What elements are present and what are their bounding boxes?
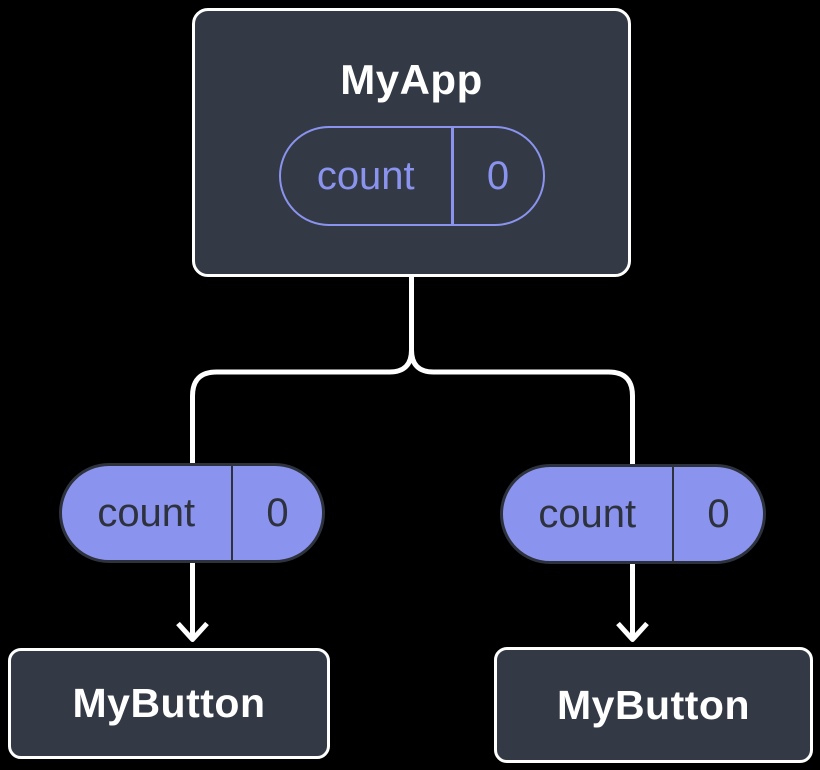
state-pill-myapp-value: 0: [486, 154, 510, 198]
node-myapp-label: MyApp: [340, 56, 483, 103]
connector-root-to-left-pill: [190, 272, 414, 468]
connector-root-to-right-pill: [409, 272, 635, 468]
arrow-left-pill-to-button-head: [176, 621, 209, 642]
prop-pill-right-value: 0: [707, 492, 730, 536]
node-mybutton-right-label: MyButton: [556, 681, 750, 728]
prop-pill-left-value: 0: [266, 491, 289, 535]
node-mybutton-right: MyButton: [494, 647, 813, 763]
prop-pill-divider: [230, 466, 233, 560]
prop-pill-divider: [671, 467, 674, 561]
state-pill-myapp: count 0: [278, 126, 545, 226]
arrow-right-pill-to-button-head: [616, 621, 649, 642]
node-mybutton-left: MyButton: [8, 648, 330, 759]
state-pill-divider: [451, 128, 454, 224]
prop-pill-right: count 0: [500, 464, 766, 564]
prop-pill-left-key: count: [97, 491, 196, 535]
state-pill-myapp-key: count: [316, 154, 415, 198]
node-mybutton-left-label: MyButton: [72, 680, 266, 726]
node-myapp: MyApp count 0: [192, 8, 631, 277]
prop-pill-right-key: count: [538, 492, 637, 536]
prop-pill-left: count 0: [59, 463, 325, 563]
